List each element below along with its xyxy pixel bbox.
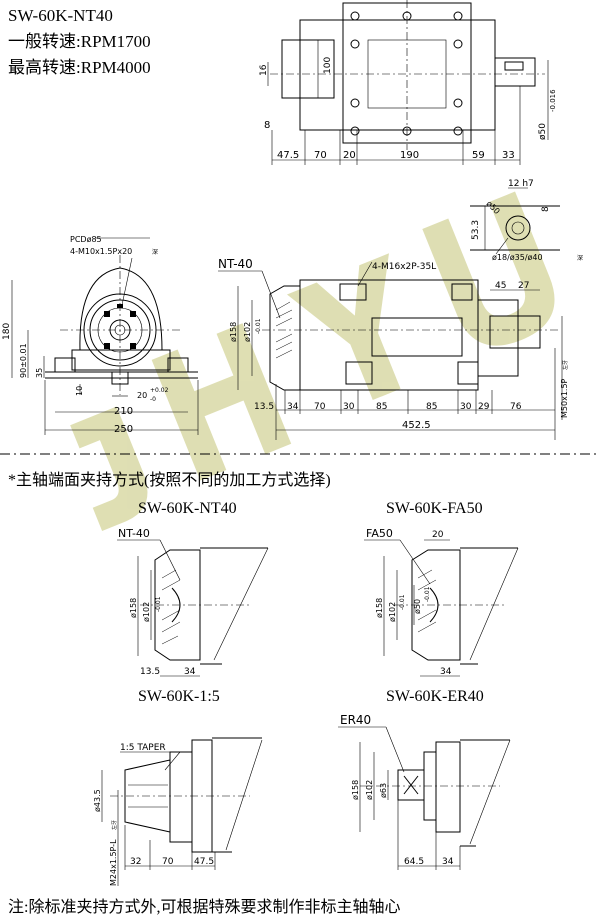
v3-dim-70: 70 [162, 857, 174, 867]
v3-thread-tag: 左牙 [111, 820, 118, 830]
top-dim-16: 16 [259, 64, 269, 76]
top-dim-70: 70 [314, 150, 327, 161]
variant-title-nt40: SW-60K-NT40 [138, 500, 237, 517]
side-thread: M50x1.5P [560, 378, 569, 418]
keyway-8: 8 [541, 206, 551, 212]
variant-title-fa50: SW-60K-FA50 [386, 500, 483, 517]
top-shaft-dia: ø50 [538, 123, 548, 140]
variant-er40-drawing: ER40 ø158 ø102 ø63 64.5 34 [338, 713, 511, 870]
v2-top-dim: 20 [432, 530, 444, 540]
v3-dim-47-5: 47.5 [194, 857, 214, 867]
v1-label: NT-40 [118, 527, 150, 540]
front-key: 20 [137, 391, 147, 400]
v3-thread: M24x1.5P-L [109, 839, 118, 886]
v3-d-taper: ø43.5 [93, 789, 102, 812]
max-speed-row: 最高转速:RPM4000 [8, 58, 151, 78]
side-seg-85a: 85 [376, 402, 387, 412]
side-seg-76: 76 [510, 402, 522, 412]
max-speed-label: 最高转速: [8, 58, 81, 77]
front-key-tol-bot: -0 [150, 396, 156, 403]
normal-speed-value: RPM1700 [80, 32, 151, 51]
front-bolt: 4-M10x1.5Px20 [70, 247, 132, 256]
v2-d-small: ø50 [413, 599, 422, 614]
keyway-height: 53.3 [471, 220, 481, 240]
v3-dim-32: 32 [130, 857, 141, 867]
front-pcd: PCDø85 [70, 235, 102, 244]
side-mount-bolt: 4-M16x2P-35L [372, 262, 436, 272]
top-shaft-tol: -0.016 [549, 89, 557, 112]
side-total: 452.5 [402, 420, 431, 431]
v4-dim-a: 64.5 [404, 857, 424, 867]
normal-speed-row: 一般转速:RPM1700 [8, 32, 151, 52]
variant-title-er40: SW-60K-ER40 [386, 688, 484, 705]
side-d102-tol: -0.01 [255, 318, 262, 334]
keyway-width: 12 h7 [508, 179, 534, 189]
v4-label: ER40 [340, 713, 371, 727]
side-seg-70: 70 [314, 402, 326, 412]
v2-d-inner: ø102 [388, 602, 397, 622]
keyway-depth-tag: 深 [577, 254, 583, 262]
v4-d-small: ø63 [379, 783, 388, 798]
keyway-ring-label: ø50 [485, 199, 502, 216]
side-d102: ø102 [243, 322, 252, 342]
top-dim-100: 100 [323, 57, 333, 74]
v1-d-inner: ø102 [142, 602, 151, 622]
side-seg-30b: 30 [460, 402, 472, 412]
front-d35: 35 [35, 368, 44, 378]
v2-label: FA50 [366, 527, 393, 540]
front-key-tol-top: +0.02 [150, 387, 169, 394]
top-dim-20: 20 [343, 150, 356, 161]
side-view: NT-40 4-M16x2P-35L ø158 ø102 -0.01 45 27… [218, 257, 569, 440]
v2-dim-b: 34 [440, 667, 452, 677]
top-dim-8: 8 [264, 120, 270, 131]
front-d10: 10 [75, 386, 84, 396]
side-thread-tag: 左牙 [562, 360, 569, 370]
v2-d-outer: ø158 [375, 598, 384, 618]
side-d158: ø158 [229, 322, 238, 342]
v4-d-outer: ø158 [351, 780, 360, 800]
side-seg-30a: 30 [343, 402, 355, 412]
side-seg-34: 34 [287, 402, 299, 412]
v1-dim-b: 34 [184, 667, 196, 677]
top-dim-190: 190 [400, 150, 419, 161]
front-w250: 250 [114, 424, 133, 435]
max-speed-value: RPM4000 [80, 58, 151, 77]
front-w210: 210 [114, 406, 133, 417]
v4-dim-b: 34 [442, 857, 454, 867]
v1-d-inner-tol: -0.01 [155, 596, 162, 612]
front-height: 180 [2, 323, 12, 340]
top-view: 47.5 70 20 190 59 33 16 100 8 ø50 -0.016 [259, 0, 557, 165]
top-dim-33: 33 [502, 150, 515, 161]
normal-speed-label: 一般转速: [8, 32, 81, 51]
front-bolt-tag: 深 [152, 248, 158, 256]
variant-fa50-drawing: FA50 20 ø158 ø102 -0.01 ø50 -0.01 34 [364, 527, 519, 677]
side-seg-29: 29 [478, 402, 490, 412]
v3-label: 1:5 TAPER [120, 743, 166, 753]
section-title: *主轴端面夹持方式(按照不同的加工方式选择) [8, 472, 331, 489]
v2-d-inner-tol: -0.01 [399, 594, 406, 610]
v1-d-outer: ø158 [129, 598, 138, 618]
keyway-shaft-dias: ø18/ø35/ø40 [492, 253, 543, 262]
top-dim-47-5: 47.5 [277, 150, 299, 161]
front-view: PCDø85 4-M10x1.5Px20 深 180 90±0.01 35 10 [2, 235, 199, 435]
front-center: 90±0.01 [19, 343, 28, 378]
v4-d-mid: ø102 [365, 780, 374, 800]
keyway-detail: 12 h7 53.3 8 ø50 ø18/ø35/ø40 深 [470, 179, 583, 262]
variant-title-taper: SW-60K-1:5 [138, 688, 220, 705]
footer-note: 注:除标准夹持方式外,可根据特殊要求制作非标主轴轴心 [8, 899, 401, 916]
top-dim-59: 59 [472, 150, 485, 161]
model-title: SW-60K-NT40 [8, 6, 113, 25]
variant-taper-drawing: 1:5 TAPER ø43.5 M24x1.5P-L 左牙 32 70 47.5 [93, 737, 263, 886]
side-seg-85b: 85 [426, 402, 437, 412]
side-seg-13-5: 13.5 [254, 402, 274, 412]
side-nt-label: NT-40 [218, 257, 253, 271]
variant-nt40-drawing: NT-40 ø158 ø102 -0.01 13.5 34 [117, 527, 269, 677]
side-d27: 27 [518, 281, 529, 291]
v1-dim-a: 13.5 [140, 667, 160, 677]
side-d45: 45 [495, 281, 506, 291]
v2-d-small-tol: -0.01 [424, 586, 431, 602]
